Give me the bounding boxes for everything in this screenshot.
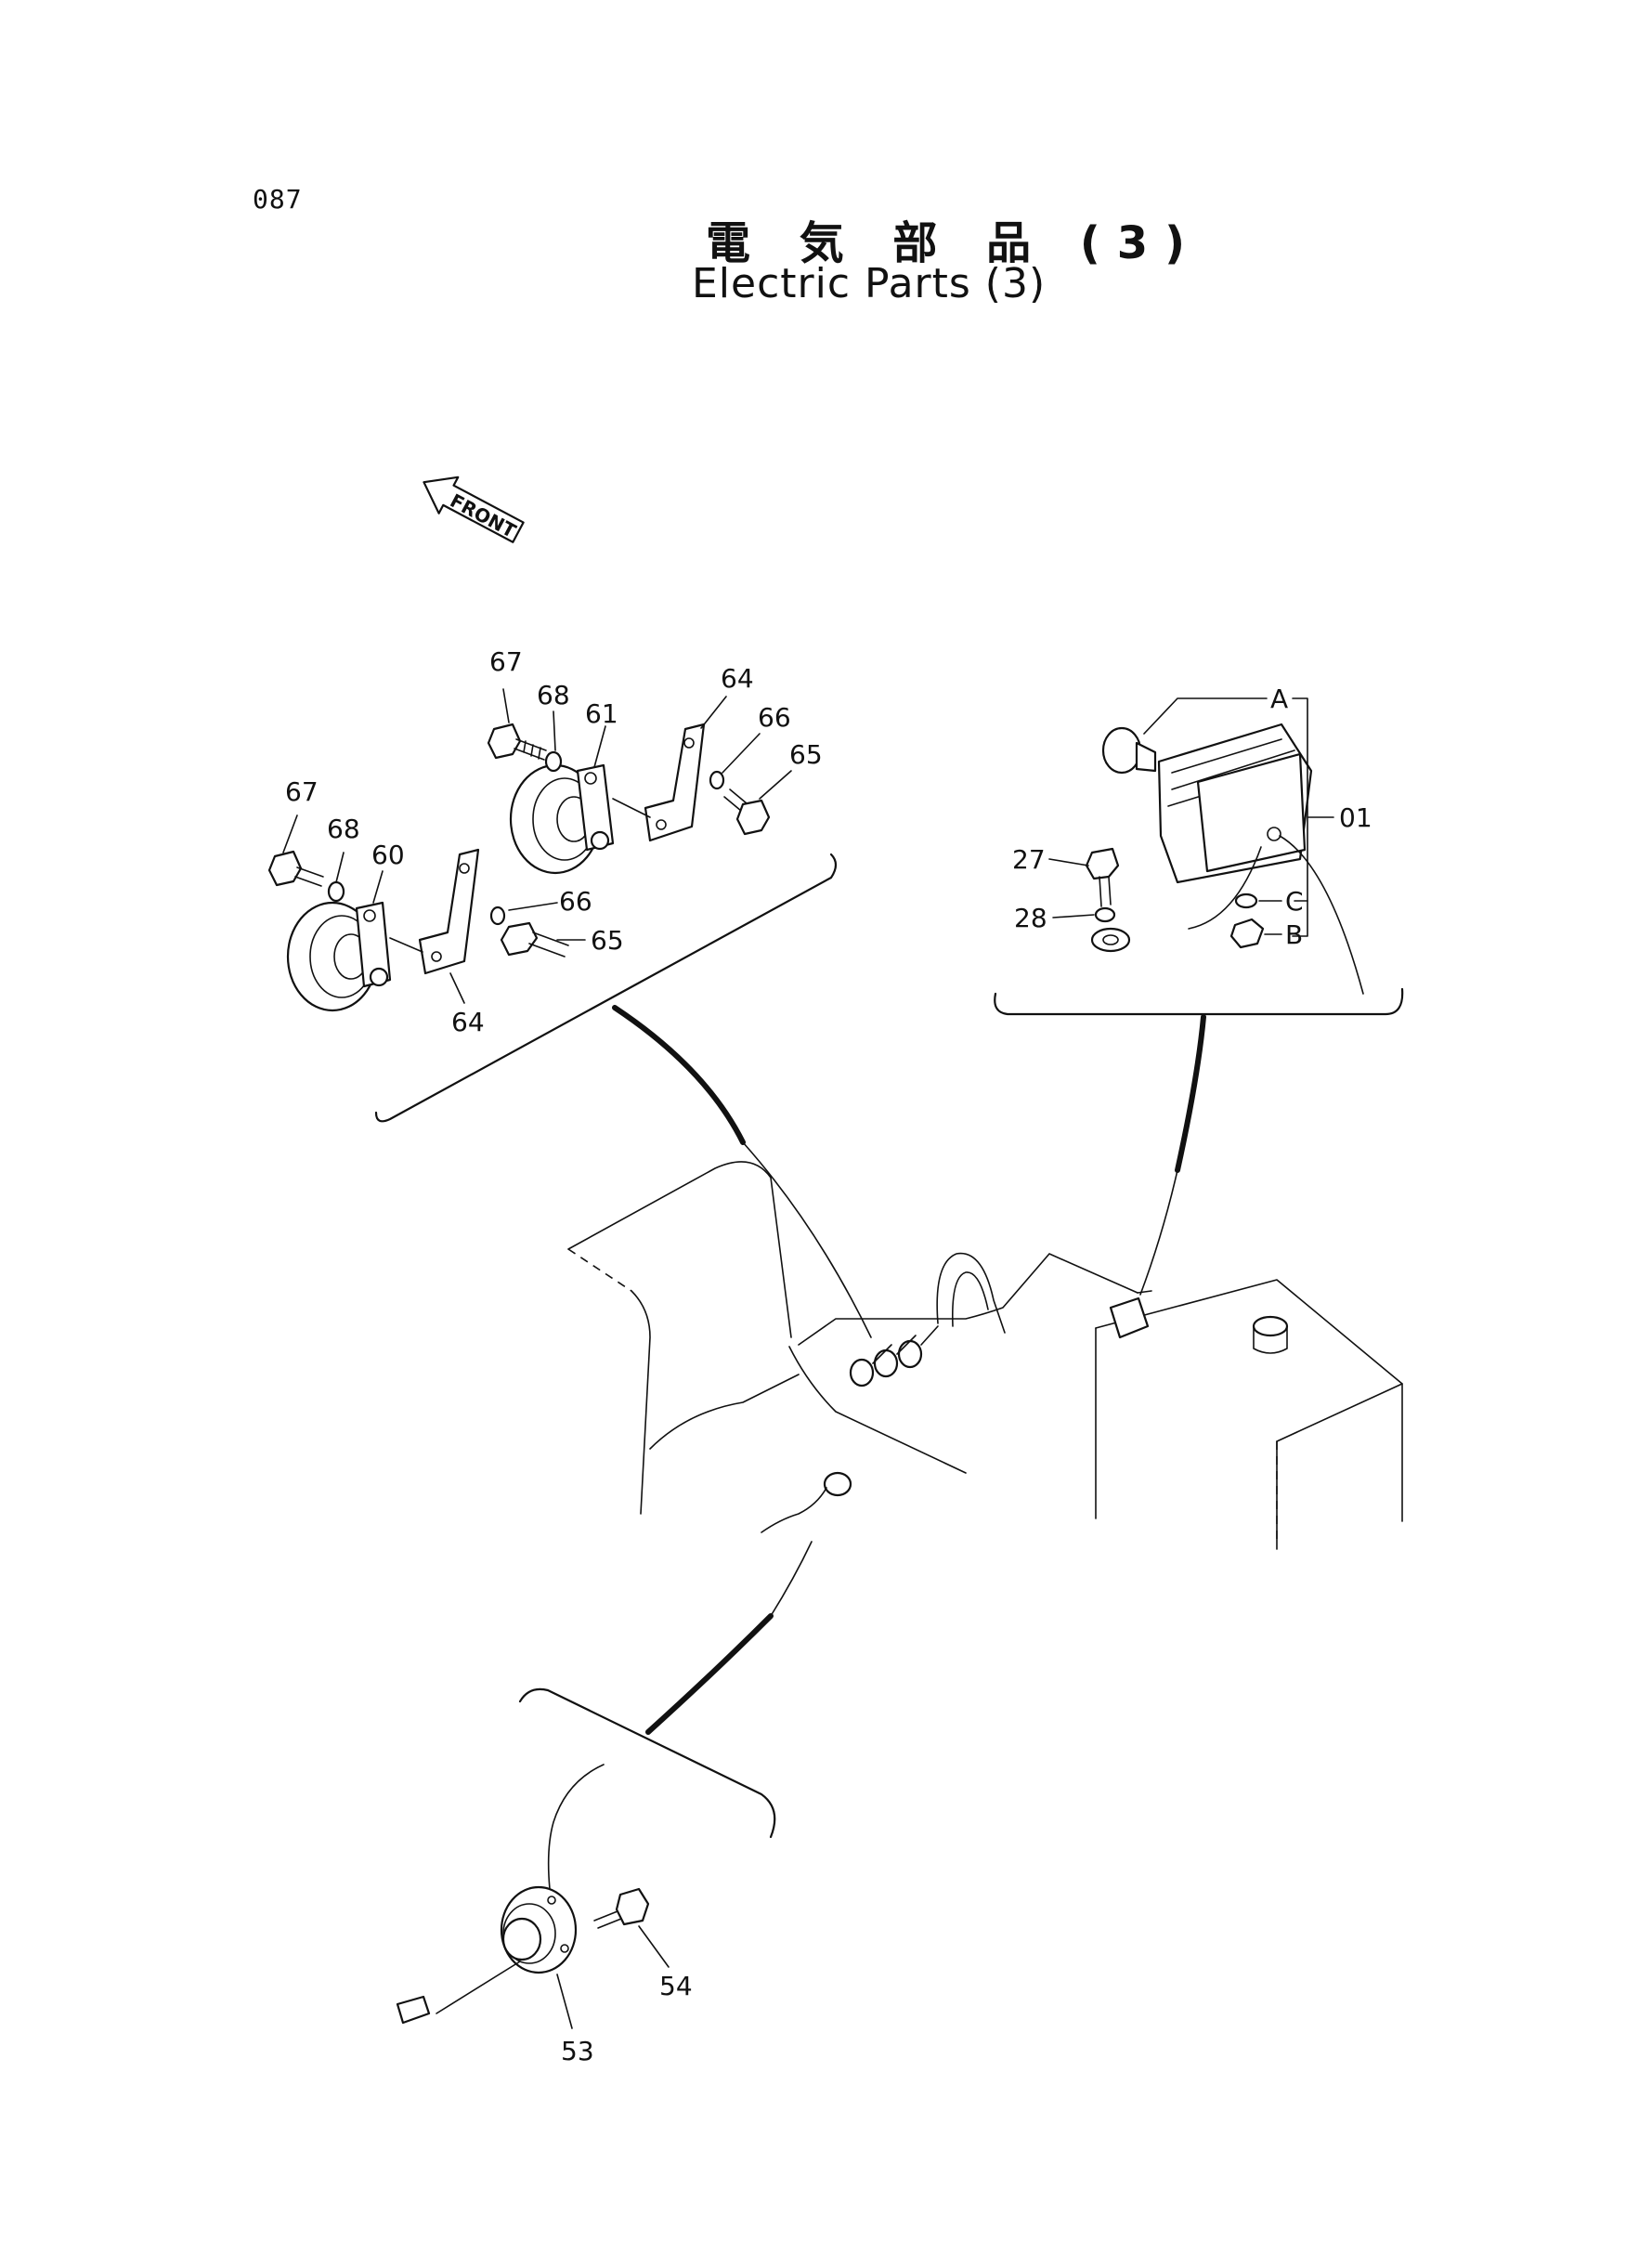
ground-terminal [1090, 927, 1131, 953]
callout-64-upper: 64 [721, 663, 754, 694]
horn-61-hole [584, 772, 597, 785]
lamp-cable [1279, 835, 1364, 995]
callout-67-upper: 67 [489, 646, 523, 677]
callout-66-upper: 66 [758, 702, 791, 733]
callout-67-lower: 67 [285, 776, 319, 807]
deck-edge [798, 1253, 1138, 1346]
handrail-inner [951, 1271, 989, 1327]
washer-68-upper [544, 750, 563, 773]
bracket-64-lower [418, 848, 480, 975]
switch-detail-frame [518, 1687, 776, 1839]
bolt-65-lower [500, 921, 569, 958]
callout-a: A [1270, 684, 1288, 714]
horn-60-nut [369, 967, 389, 987]
washer-28 [1094, 906, 1116, 923]
callout-60: 60 [371, 840, 405, 870]
page-title-japanese: 電 気 部 品 (3) [706, 217, 1203, 269]
horn-61 [509, 763, 615, 875]
deck-lower-left [649, 1374, 800, 1450]
panel-horn-switch [823, 1471, 852, 1497]
machine-body-outline [567, 1161, 1403, 1550]
switch-cluster [849, 1325, 939, 1388]
horn-60-strap [355, 901, 392, 988]
callout-68-lower: 68 [327, 814, 360, 844]
callout-65-lower: 65 [591, 925, 624, 956]
bolt-27 [1085, 847, 1120, 907]
switch-location-leader [645, 1613, 774, 1735]
lamp-bulb-a [1101, 726, 1157, 775]
horn-detail-frame [374, 853, 838, 1123]
callout-27: 27 [1012, 844, 1046, 875]
washer-68-lower [327, 880, 345, 903]
cab-top-edge [567, 1161, 792, 1338]
callout-64-lower: 64 [451, 1007, 485, 1037]
switch-cable-upper [547, 1764, 605, 1890]
lamp-cable-gland [1267, 827, 1281, 841]
deck-lower-edge [788, 1346, 967, 1474]
callout-65-upper: 65 [789, 739, 823, 770]
lamp-housing-inner [1196, 752, 1307, 873]
callout-68-upper: 68 [537, 680, 570, 710]
mounted-work-lamp [1109, 1296, 1150, 1339]
horn-switch-detail-group: 54 53 [396, 1687, 776, 2066]
screw-54 [593, 1887, 650, 1929]
callout-53: 53 [561, 2036, 594, 2066]
switch-cable-lower [436, 1961, 521, 2014]
callout-01: 01 [1339, 802, 1372, 833]
bolt-65-upper [723, 788, 771, 836]
page-title-english: Electric Parts (3) [692, 260, 1047, 307]
horn-61-nut [590, 830, 610, 851]
bolt-67-upper [487, 723, 547, 761]
work-lamp-01 [1157, 723, 1364, 995]
callout-66-lower: 66 [559, 886, 592, 917]
cab-front-edge [631, 1290, 651, 1515]
bracket-64-upper-hole2 [656, 819, 667, 830]
lamp-location-leader [1175, 1014, 1206, 1173]
tank-top-edge [1095, 1279, 1403, 1442]
callout-28: 28 [1014, 903, 1047, 933]
callout-61: 61 [585, 698, 618, 729]
horn-button-53 [396, 1764, 605, 2025]
lockwasher-66-lower [489, 905, 506, 926]
front-direction-arrow: FRONT [423, 476, 525, 543]
washer-c [1234, 892, 1258, 909]
arrow-outline [423, 476, 525, 543]
horn-60 [286, 901, 392, 1012]
bracket-64-upper-hole [683, 737, 695, 749]
lockwasher-66-upper [709, 770, 725, 790]
callout-b: B [1285, 919, 1303, 950]
bolt-67-lower [267, 850, 324, 887]
tank-cap [1252, 1315, 1289, 1337]
lamp-ground-wire [1188, 846, 1262, 930]
bracket-64-upper [644, 723, 706, 842]
horn-61-to-bracket [612, 798, 651, 818]
lamp-detail-group: A 01 27 C 28 B [994, 684, 1404, 1016]
handrail-outer [936, 1252, 1006, 1334]
switch-connector [396, 1995, 431, 2025]
page-number: 087 [253, 184, 303, 215]
lamp-detail-frame [994, 987, 1404, 1016]
horn-location-leader [612, 1005, 746, 1145]
callout-c: C [1285, 886, 1304, 917]
callout-54: 54 [659, 1971, 693, 2001]
nut-b [1229, 918, 1265, 949]
horn-detail-group: 67 68 61 64 66 65 67 68 60 66 65 64 [267, 646, 838, 1123]
